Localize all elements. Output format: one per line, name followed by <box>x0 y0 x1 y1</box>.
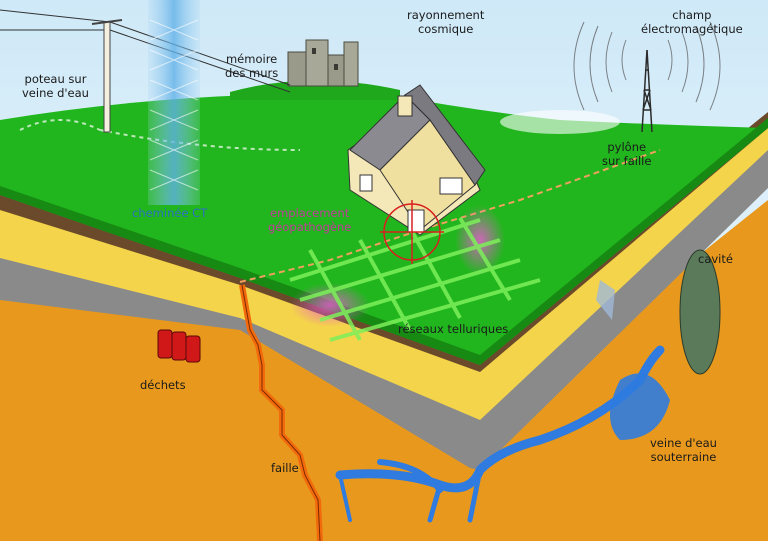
label-pylone: pylône sur faille <box>602 140 651 168</box>
label-champ-line2: électromagétique <box>641 22 743 36</box>
label-emplacement-line2: géopathogène <box>268 220 352 234</box>
label-faille-text: faille <box>271 461 299 475</box>
label-poteau: poteau sur veine d'eau <box>22 72 89 100</box>
label-champ: champ électromagétique <box>641 8 743 36</box>
em-waves <box>573 21 721 111</box>
pylon-icon <box>641 49 653 133</box>
label-poteau-line2: veine d'eau <box>22 86 89 100</box>
label-cheminee: cheminée CT <box>132 206 207 220</box>
target-marker <box>380 200 444 264</box>
pylon-mist <box>500 110 620 134</box>
grass-edge <box>0 118 768 365</box>
water-shaft <box>596 280 615 320</box>
water-pool <box>610 373 670 440</box>
deep-soil-layer <box>0 200 768 541</box>
cosmic-dashes <box>19 119 301 151</box>
label-champ-line1: champ <box>672 8 712 22</box>
label-emplacement-line1: emplacement <box>270 206 350 220</box>
sand-layer <box>0 120 768 420</box>
label-rayonnement-line2: cosmique <box>417 22 474 36</box>
label-pylone-line1: pylône <box>607 140 647 154</box>
label-memoire-line1: mémoire <box>225 52 278 66</box>
rock-layer <box>0 138 768 470</box>
label-memoire-line2: des murs <box>225 66 279 80</box>
label-cavite: cavité <box>698 252 733 266</box>
telluric-grid <box>289 216 541 342</box>
label-faille: faille <box>271 461 299 475</box>
label-emplacement: emplacement géopathogène <box>268 206 351 234</box>
house-icon <box>347 84 486 236</box>
chimney-swirl <box>149 19 199 191</box>
label-veine: veine d'eau souterraine <box>650 436 717 464</box>
label-rayonnement: rayonnement cosmique <box>407 8 484 36</box>
surface-fault <box>239 149 661 283</box>
label-poteau-line1: poteau sur <box>24 72 87 86</box>
ct-chimney <box>148 0 200 205</box>
label-veine-line1: veine d'eau <box>650 436 717 450</box>
label-pylone-line2: sur faille <box>602 154 652 168</box>
label-memoire: mémoire des murs <box>225 52 278 80</box>
pathogenic-zone <box>290 283 370 327</box>
label-reseaux: réseaux telluriques <box>398 322 508 336</box>
castle-icon <box>287 39 359 87</box>
label-veine-line2: souterraine <box>650 450 717 464</box>
cavity <box>679 249 721 375</box>
label-reseaux-text: réseaux telluriques <box>398 322 509 336</box>
label-rayonnement-line1: rayonnement <box>407 8 485 22</box>
label-dechets-text: déchets <box>140 378 186 392</box>
label-cavite-text: cavité <box>698 252 733 266</box>
label-cheminee-text: cheminée CT <box>132 206 208 220</box>
barrels-icon <box>157 329 201 363</box>
label-dechets: déchets <box>140 378 186 392</box>
